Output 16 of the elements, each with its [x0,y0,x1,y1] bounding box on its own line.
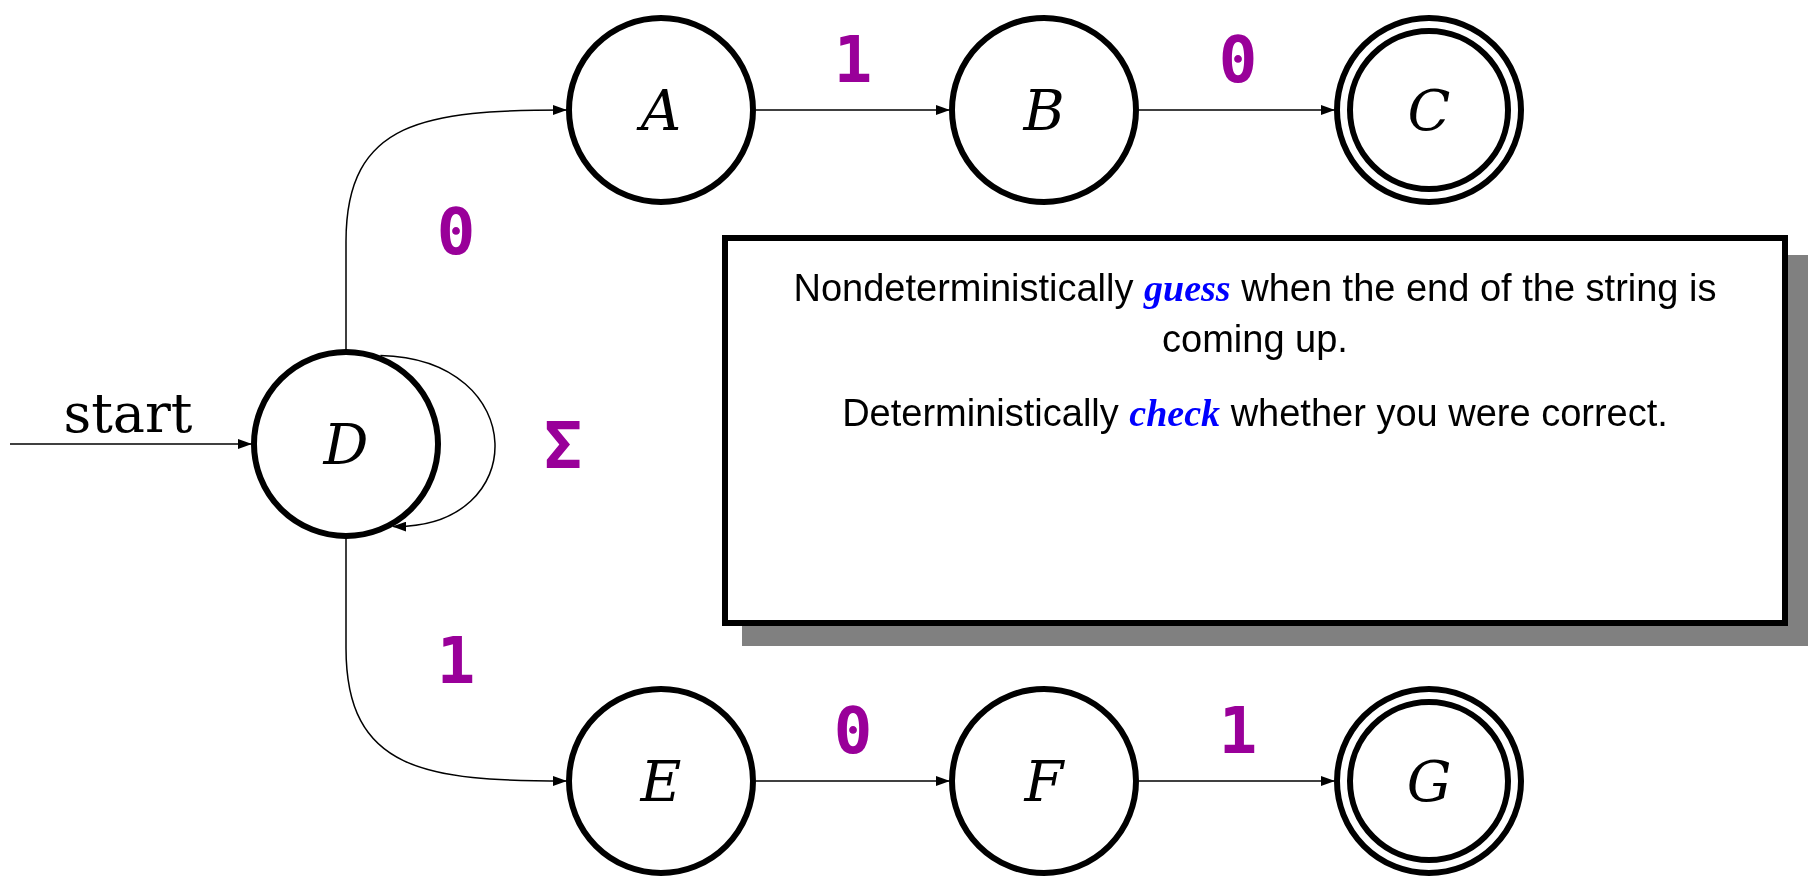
transition-arrow [345,538,567,786]
note-text: Deterministically check whether you were correct. [842,390,1668,436]
transition-arrow [1138,105,1335,115]
transition-arrow [755,776,950,786]
state-name: D [323,411,369,477]
start-arrow [9,439,252,449]
state-name: E [640,748,682,814]
state-name: F [1024,748,1064,814]
transition-arrow [345,105,567,350]
note-text: Nondeterministically guess when the end of the string is coming up. [792,266,1718,363]
transition-arrow [755,105,950,115]
transition-arrow [1138,776,1335,786]
state-name: C [1407,77,1451,143]
transition-arrow [379,354,496,531]
state-name: G [1406,748,1452,814]
state-name: B [1023,77,1065,143]
